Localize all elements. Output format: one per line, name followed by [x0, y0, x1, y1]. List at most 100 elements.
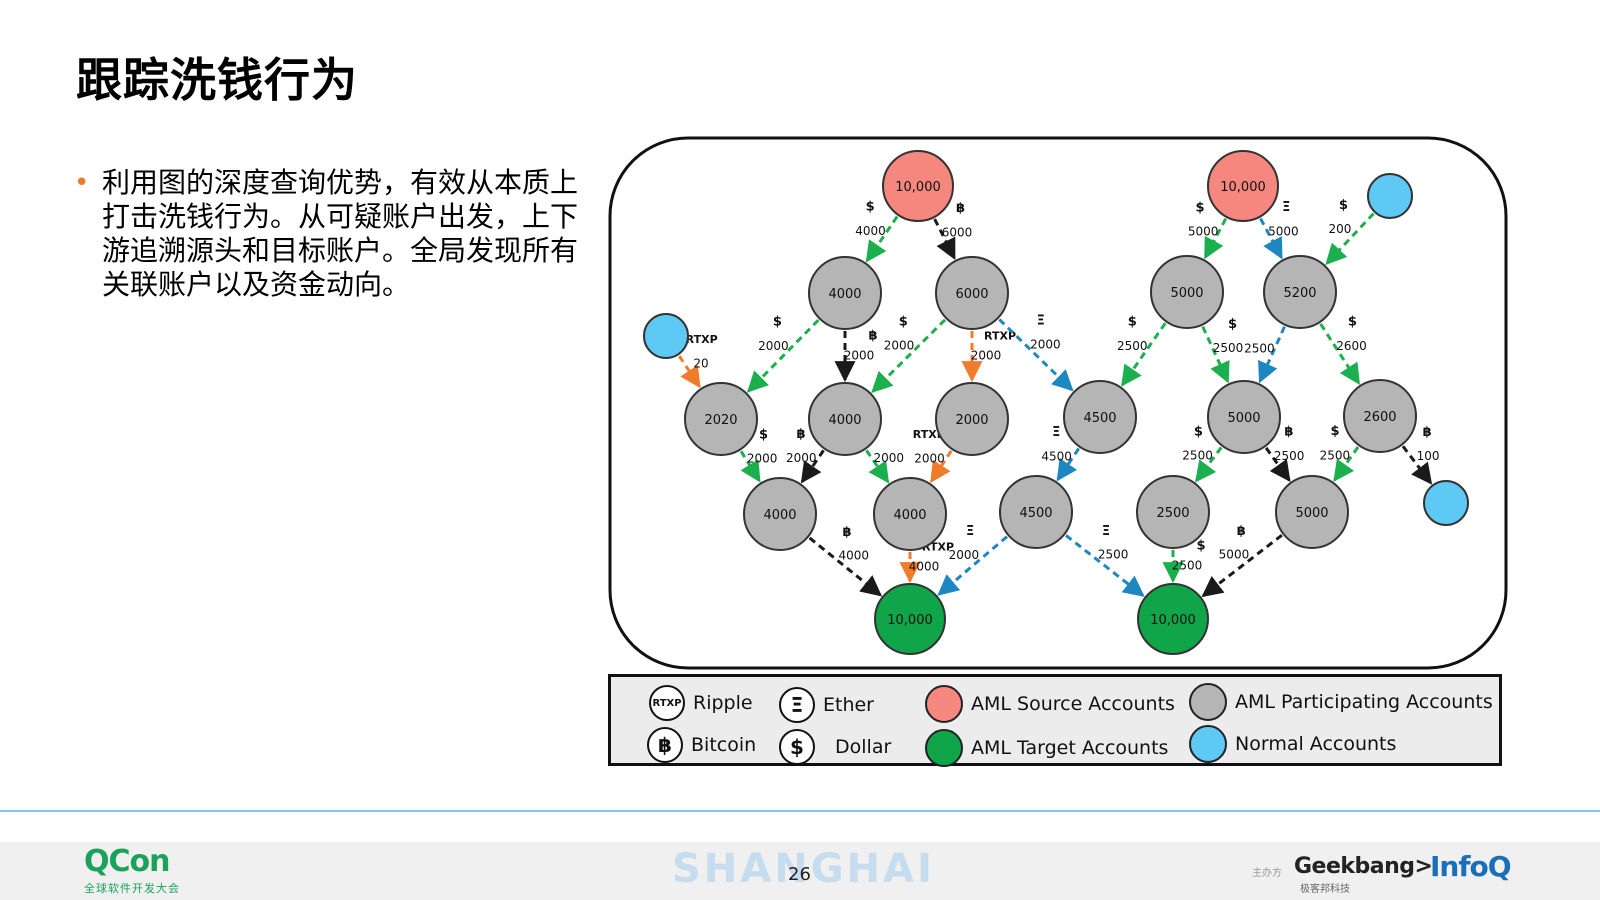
node-circle [874, 583, 946, 655]
legend-ether: Ξ Ether [779, 687, 874, 723]
edge-line [746, 319, 820, 393]
node-label: 10,000 [895, 180, 941, 195]
node-label: 6000 [955, 287, 988, 302]
legend-participating: AML Participating Accounts [1189, 683, 1493, 721]
legend-dollar: $ Dollar [779, 729, 891, 765]
edge-line [1203, 218, 1228, 260]
edge-currency-symbol: ฿ [843, 525, 852, 540]
edge-currency-symbol: $ [1196, 539, 1205, 554]
city-watermark: SHANGHAI [672, 846, 935, 892]
edge-amount-label: 2500 [1172, 559, 1203, 573]
node-circle [643, 313, 689, 359]
edge-amount-label: 2000 [949, 548, 980, 562]
node-label: 4500 [1083, 411, 1116, 426]
node-circle [808, 382, 882, 456]
qcon-subtitle: 全球软件开发大会 [84, 882, 180, 895]
edge-p7-p12: 2000 RTXP [913, 428, 953, 484]
edge-amount-label: 2500 [1182, 449, 1213, 463]
edge-currency-symbol: $ [866, 199, 875, 214]
edge-currency-symbol: $ [1196, 200, 1205, 215]
footer-bar [0, 842, 1600, 900]
node-normal-n1 [643, 313, 689, 359]
edge-amount-label: 100 [1417, 449, 1440, 463]
node-participating-p8: 4500 [1063, 380, 1137, 454]
edge-amount-label: 2500 [1274, 449, 1305, 463]
node-label: 10,000 [1150, 613, 1196, 628]
edge-line [678, 355, 701, 389]
edge-p5-p11: 2000$ [739, 427, 778, 483]
edge-amount-label: 2000 [914, 451, 945, 465]
node-circle [1423, 480, 1469, 526]
edge-p2-p7: 2000 RTXP [961, 330, 1016, 383]
edge-s2-p3: 5000 $ [1188, 200, 1228, 260]
dollar-icon: $ [779, 729, 815, 765]
normal-swatch [1189, 725, 1227, 763]
edge-currency-symbol: Ξ [966, 524, 974, 539]
edge-line [1065, 534, 1145, 597]
node-participating-p6: 4000 [808, 382, 882, 456]
node-participating-p12: 4000 [873, 477, 947, 551]
edge-amount-label: 4500 [1041, 449, 1072, 463]
edge-currency-symbol: $ [1194, 424, 1203, 439]
edge-p14-t2: 2500 $ [1162, 539, 1206, 584]
node-label: 4000 [763, 508, 796, 523]
node-circle [935, 382, 1009, 456]
edge-amount-label: 2000 [1030, 338, 1061, 352]
legend-bitcoin-label: Bitcoin [691, 734, 757, 756]
edge-amount-label: 2000 [971, 349, 1002, 363]
edge-p6-p12: 2000 [865, 449, 904, 484]
edge-p1-p5: 2000$ [746, 315, 820, 393]
edge-p10-n3: 100฿ [1401, 425, 1440, 485]
node-participating-p4: 5200 [1263, 255, 1337, 329]
edge-n2-p4: 200$ [1325, 198, 1375, 266]
edge-p6-p11: 2000฿ [786, 427, 825, 484]
edge-line [930, 450, 953, 484]
edge-currency-symbol: RTXP [913, 428, 945, 441]
edge-amount-label: 2000 [758, 339, 789, 353]
node-circle [684, 382, 758, 456]
edge-p3-p9: 2500$ [1201, 317, 1243, 384]
legend-source-label: AML Source Accounts [971, 693, 1175, 715]
edge-p2-p6: 2000$ [871, 315, 947, 394]
legend-target: AML Target Accounts [925, 729, 1168, 767]
node-label: 2500 [1156, 506, 1189, 521]
edge-currency-symbol: $ [1339, 198, 1348, 213]
legend-normal: Normal Accounts [1189, 725, 1396, 763]
node-label: 4000 [893, 508, 926, 523]
edge-p9-p15: 2500฿ [1264, 425, 1305, 482]
legend-ripple: RTXP Ripple [649, 685, 753, 721]
node-label: 4000 [828, 287, 861, 302]
edge-currency-symbol: ฿ [956, 201, 965, 216]
node-label: 4500 [1019, 506, 1052, 521]
bullet-paragraph: • 利用图的深度查询优势，有效从本质上打击洗钱行为。从可疑账户出发，上下游追溯源… [74, 166, 594, 302]
edge-amount-label: 2600 [1336, 339, 1367, 353]
edge-p10-p15: 2500$ [1320, 424, 1360, 482]
edge-amount-label: 5000 [1188, 225, 1219, 239]
edge-line [1195, 446, 1223, 483]
edge-amount-label: 6000 [942, 225, 973, 239]
node-label: 10,000 [1220, 180, 1266, 195]
node-circle [935, 256, 1009, 330]
node-circle [1136, 475, 1210, 549]
edge-currency-symbol: Ξ [1102, 524, 1110, 539]
node-label: 2000 [955, 413, 988, 428]
edge-amount-label: 2000 [884, 339, 915, 353]
node-label: 4000 [828, 413, 861, 428]
node-participating-p15: 5000 [1275, 475, 1349, 549]
edge-amount-label: 2000 [747, 452, 778, 466]
edge-p15-t2: 5000฿ [1201, 524, 1283, 598]
edge-amount-label: 2500 [1098, 547, 1129, 561]
edge-line [739, 450, 761, 483]
edge-line [998, 318, 1074, 392]
edge-p9-p14: 2500 $ [1182, 424, 1223, 483]
node-circle [1137, 583, 1209, 655]
node-circle [1343, 379, 1417, 453]
node-circle [1207, 150, 1279, 222]
edge-currency-symbol: $ [1128, 315, 1137, 330]
edge-currency-symbol: RTXP [984, 330, 1016, 343]
participating-swatch [1189, 683, 1227, 721]
